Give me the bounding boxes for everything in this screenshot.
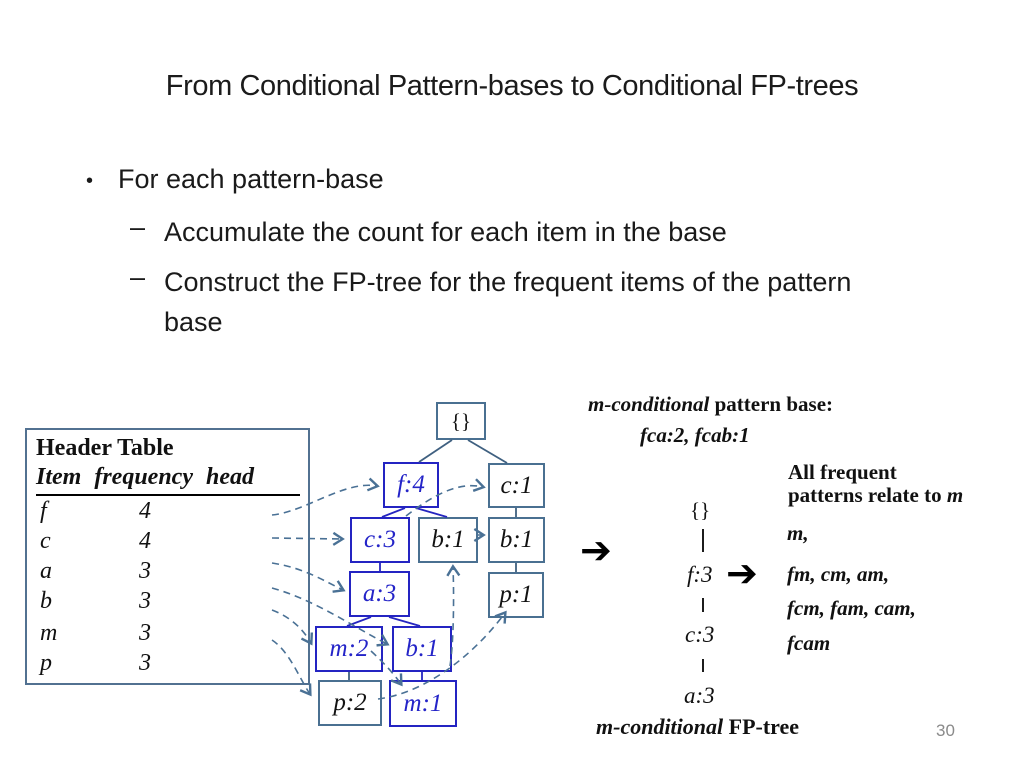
cond-tree-caption: m-conditional FP-tree — [596, 714, 799, 740]
fp-node-m1: m:1 — [389, 680, 457, 727]
page-number: 30 — [936, 721, 955, 740]
fp-node-c1: c:1 — [488, 463, 545, 508]
fp-node-f4: f:4 — [383, 462, 439, 508]
fp-node-c3: c:3 — [350, 517, 410, 563]
cond-tree-connector — [702, 529, 704, 552]
cond-pattern-base-heading: m-conditional pattern base: — [588, 392, 833, 417]
row-item: f — [40, 498, 47, 524]
fp-node-a3: a:3 — [349, 571, 410, 617]
pattern-list-item: m, — [787, 521, 809, 545]
row-frequency: 4 — [139, 528, 151, 554]
fp-node-root: {} — [436, 402, 486, 440]
row-item: c — [40, 528, 51, 554]
bullet-icon: • — [86, 170, 94, 192]
caption-italic: m-conditional — [596, 714, 724, 739]
fp-node-b1-low: b:1 — [392, 626, 452, 672]
row-frequency: 3 — [139, 588, 151, 614]
dash-icon: – — [130, 262, 146, 292]
fp-node-m2: m:2 — [315, 626, 383, 672]
row-item: a — [40, 558, 52, 584]
fp-node-p2: p:2 — [318, 680, 382, 726]
fp-node-b1-mid: b:1 — [418, 517, 478, 563]
cond-tree-connector — [702, 598, 704, 612]
caption-rest: FP-tree — [723, 714, 800, 739]
header-table-title: Header Table — [36, 435, 174, 461]
right-arrow-icon: ➔ — [726, 551, 758, 595]
bullet-text: For each pattern-base — [118, 164, 384, 194]
row-frequency: 3 — [139, 650, 151, 676]
cond-tree-c3: c:3 — [685, 622, 715, 647]
row-frequency: 3 — [139, 558, 151, 584]
cond-tree-root: {} — [690, 498, 711, 522]
cond-pattern-base-values: fca:2, fcab:1 — [640, 423, 750, 447]
cond-heading-rest: pattern base: — [709, 392, 834, 416]
cond-tree-a3: a:3 — [684, 683, 715, 708]
sub-bullet-2: Construct the FP-tree for the frequent i… — [164, 267, 852, 337]
cond-tree-connector — [702, 659, 704, 672]
pattern-list-item: fm, cm, am, — [787, 562, 890, 586]
cond-heading-italic: m-conditional — [588, 392, 710, 416]
row-item: p — [40, 650, 52, 676]
slide-title: From Conditional Pattern-bases to Condit… — [165, 70, 859, 102]
pattern-list-item: fcm, fam, cam, — [787, 596, 916, 620]
row-item: m — [40, 620, 58, 646]
fp-node-p1: p:1 — [488, 572, 544, 618]
note-line2-m: m — [946, 483, 964, 507]
cond-tree-f3: f:3 — [687, 562, 713, 587]
right-arrow-icon: ➔ — [580, 528, 612, 572]
row-frequency: 4 — [139, 498, 151, 524]
note-line1: All frequent — [788, 460, 897, 484]
row-frequency: 3 — [139, 620, 151, 646]
fp-node-b1-right: b:1 — [488, 517, 545, 563]
header-table-columns: Item frequency head — [36, 464, 300, 496]
dash-icon: – — [130, 212, 146, 242]
row-item: b — [40, 588, 52, 614]
sub-bullet-1: Accumulate the count for each item in th… — [164, 217, 727, 247]
note-line2: patterns relate to — [788, 483, 947, 507]
pattern-list-item: fcam — [787, 631, 831, 655]
all-frequent-note: All frequent patterns relate to m — [788, 461, 963, 507]
